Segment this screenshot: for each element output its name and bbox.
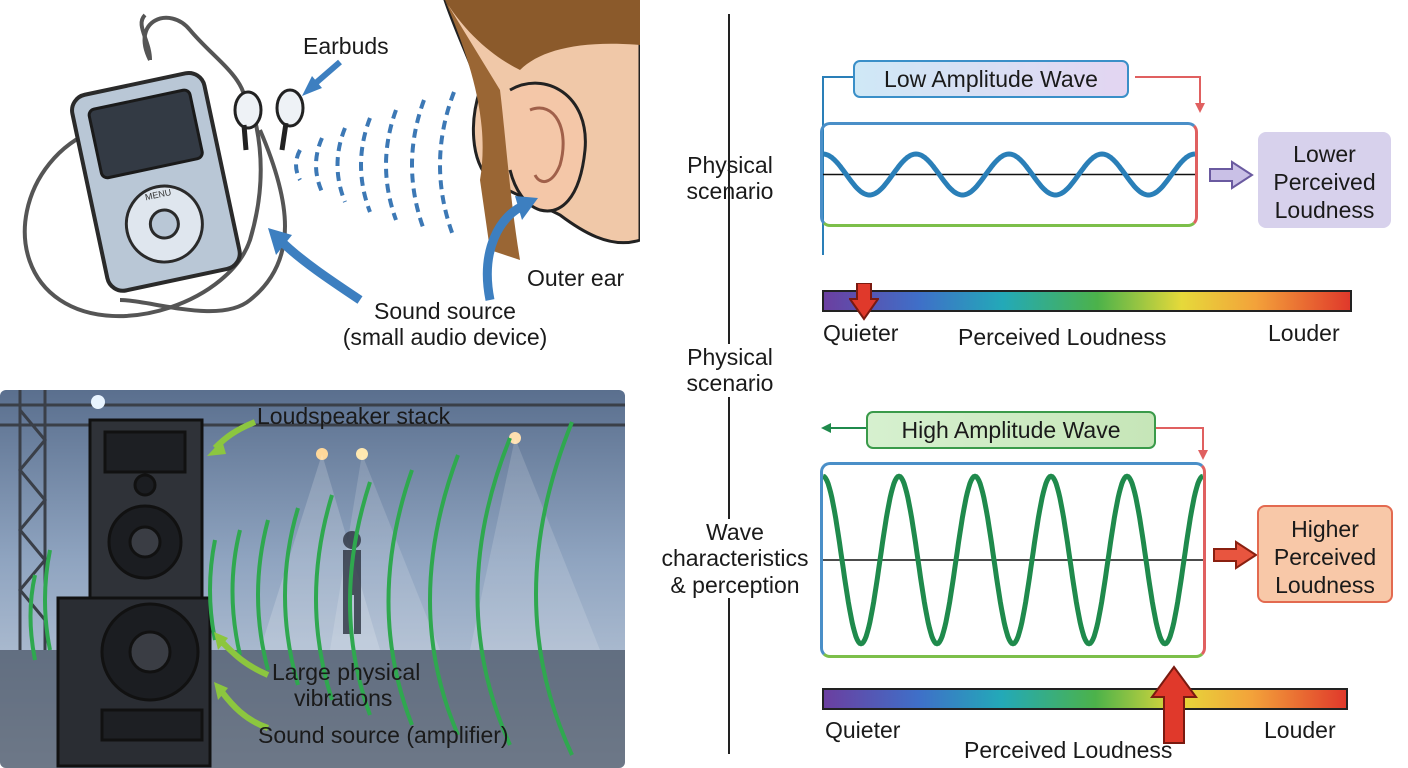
- low-amplitude-sine: [822, 151, 1196, 198]
- low-result-line1: Lower: [1293, 141, 1356, 167]
- sound-source-arrow: [276, 236, 363, 304]
- high-wave-title: High Amplitude Wave: [866, 411, 1156, 449]
- low-result-line3: Loudness: [1274, 197, 1375, 223]
- scale-bottom-louder: Louder: [1264, 717, 1336, 743]
- high-wave-frame: [820, 462, 1206, 658]
- earbuds-label: Earbuds: [303, 33, 389, 59]
- earbud-cable: [22, 119, 263, 318]
- low-result-line2: Perceived: [1273, 169, 1376, 195]
- sound-waves-small: [294, 91, 456, 239]
- sound-waves-large: [28, 421, 574, 756]
- loudness-marker-bottom: [1150, 665, 1199, 744]
- sound-source-line1: Sound source: [374, 298, 516, 324]
- audio-player-device: MENU: [70, 70, 242, 293]
- scale-top-quieter: Quieter: [823, 320, 899, 346]
- outer-ear-label: Outer ear: [527, 265, 625, 291]
- label-mid-line1: Physical: [687, 344, 773, 370]
- loudness-scale-bottom: [822, 688, 1348, 710]
- loudness-marker-top: [849, 283, 880, 321]
- label-top-line2: scenario: [686, 178, 774, 205]
- label-bot-line3: & perception: [670, 571, 800, 598]
- vibrations-label: Large physical vibrations: [272, 659, 420, 711]
- concert-illustration: [0, 390, 625, 768]
- amplifier-source-label: Sound source (amplifier): [258, 722, 509, 748]
- low-wave-plot: [822, 151, 1196, 198]
- earbud-cable: [142, 15, 248, 111]
- vibrations-line1: Large physical: [272, 659, 421, 685]
- high-wave-brackets: [821, 423, 1208, 460]
- low-wave-frame: [820, 122, 1198, 227]
- physical-scenario-label-top: Physical scenario: [650, 152, 810, 205]
- label-mid-line2: scenario: [686, 370, 774, 397]
- low-result-arrow: [1209, 160, 1254, 190]
- label-top-line1: Physical: [687, 152, 773, 178]
- outer-ear-arrow: [482, 200, 527, 301]
- high-amplitude-sine: [822, 473, 1204, 647]
- high-result-line2: Perceived: [1273, 544, 1377, 570]
- scale-bottom-title: Perceived Loudness: [964, 737, 1173, 763]
- sound-source-line2: (small audio device): [342, 324, 548, 351]
- wave-characteristics-label: Wave characteristics & perception: [660, 519, 810, 599]
- label-bot-line1: Wave: [706, 519, 764, 545]
- high-result-line3: Loudness: [1275, 572, 1375, 598]
- loudspeaker-stack-label: Loudspeaker stack: [257, 403, 451, 429]
- concert-scene-panel: [0, 390, 625, 768]
- small-device-illustration: MENU: [22, 0, 640, 318]
- outer-ear-illustration: [443, 0, 640, 260]
- physical-scenario-label-mid: Physical scenario: [650, 344, 810, 397]
- higher-loudness-result: Higher Perceived Loudness: [1257, 505, 1393, 603]
- low-wave-title: Low Amplitude Wave: [853, 60, 1129, 98]
- scale-bottom-quieter: Quieter: [825, 717, 901, 743]
- lower-loudspeaker: [56, 596, 212, 768]
- scale-top-louder: Louder: [1268, 320, 1340, 346]
- upper-loudspeaker: [88, 418, 204, 602]
- earbuds-icon: [233, 88, 305, 151]
- loudness-scale-top: [822, 290, 1352, 312]
- lower-loudness-result: Lower Perceived Loudness: [1258, 132, 1391, 228]
- device-screen: [87, 88, 204, 180]
- high-wave-plot: [822, 473, 1204, 647]
- high-result-line1: Higher: [1291, 516, 1359, 542]
- low-wave-brackets: [822, 76, 1205, 255]
- high-result-arrow: [1213, 540, 1258, 570]
- label-bot-line2: characteristics: [661, 545, 809, 572]
- scale-top-title: Perceived Loudness: [958, 324, 1167, 350]
- sound-source-label: Sound source (small audio device): [330, 298, 560, 351]
- vibrations-line2: vibrations: [294, 685, 393, 711]
